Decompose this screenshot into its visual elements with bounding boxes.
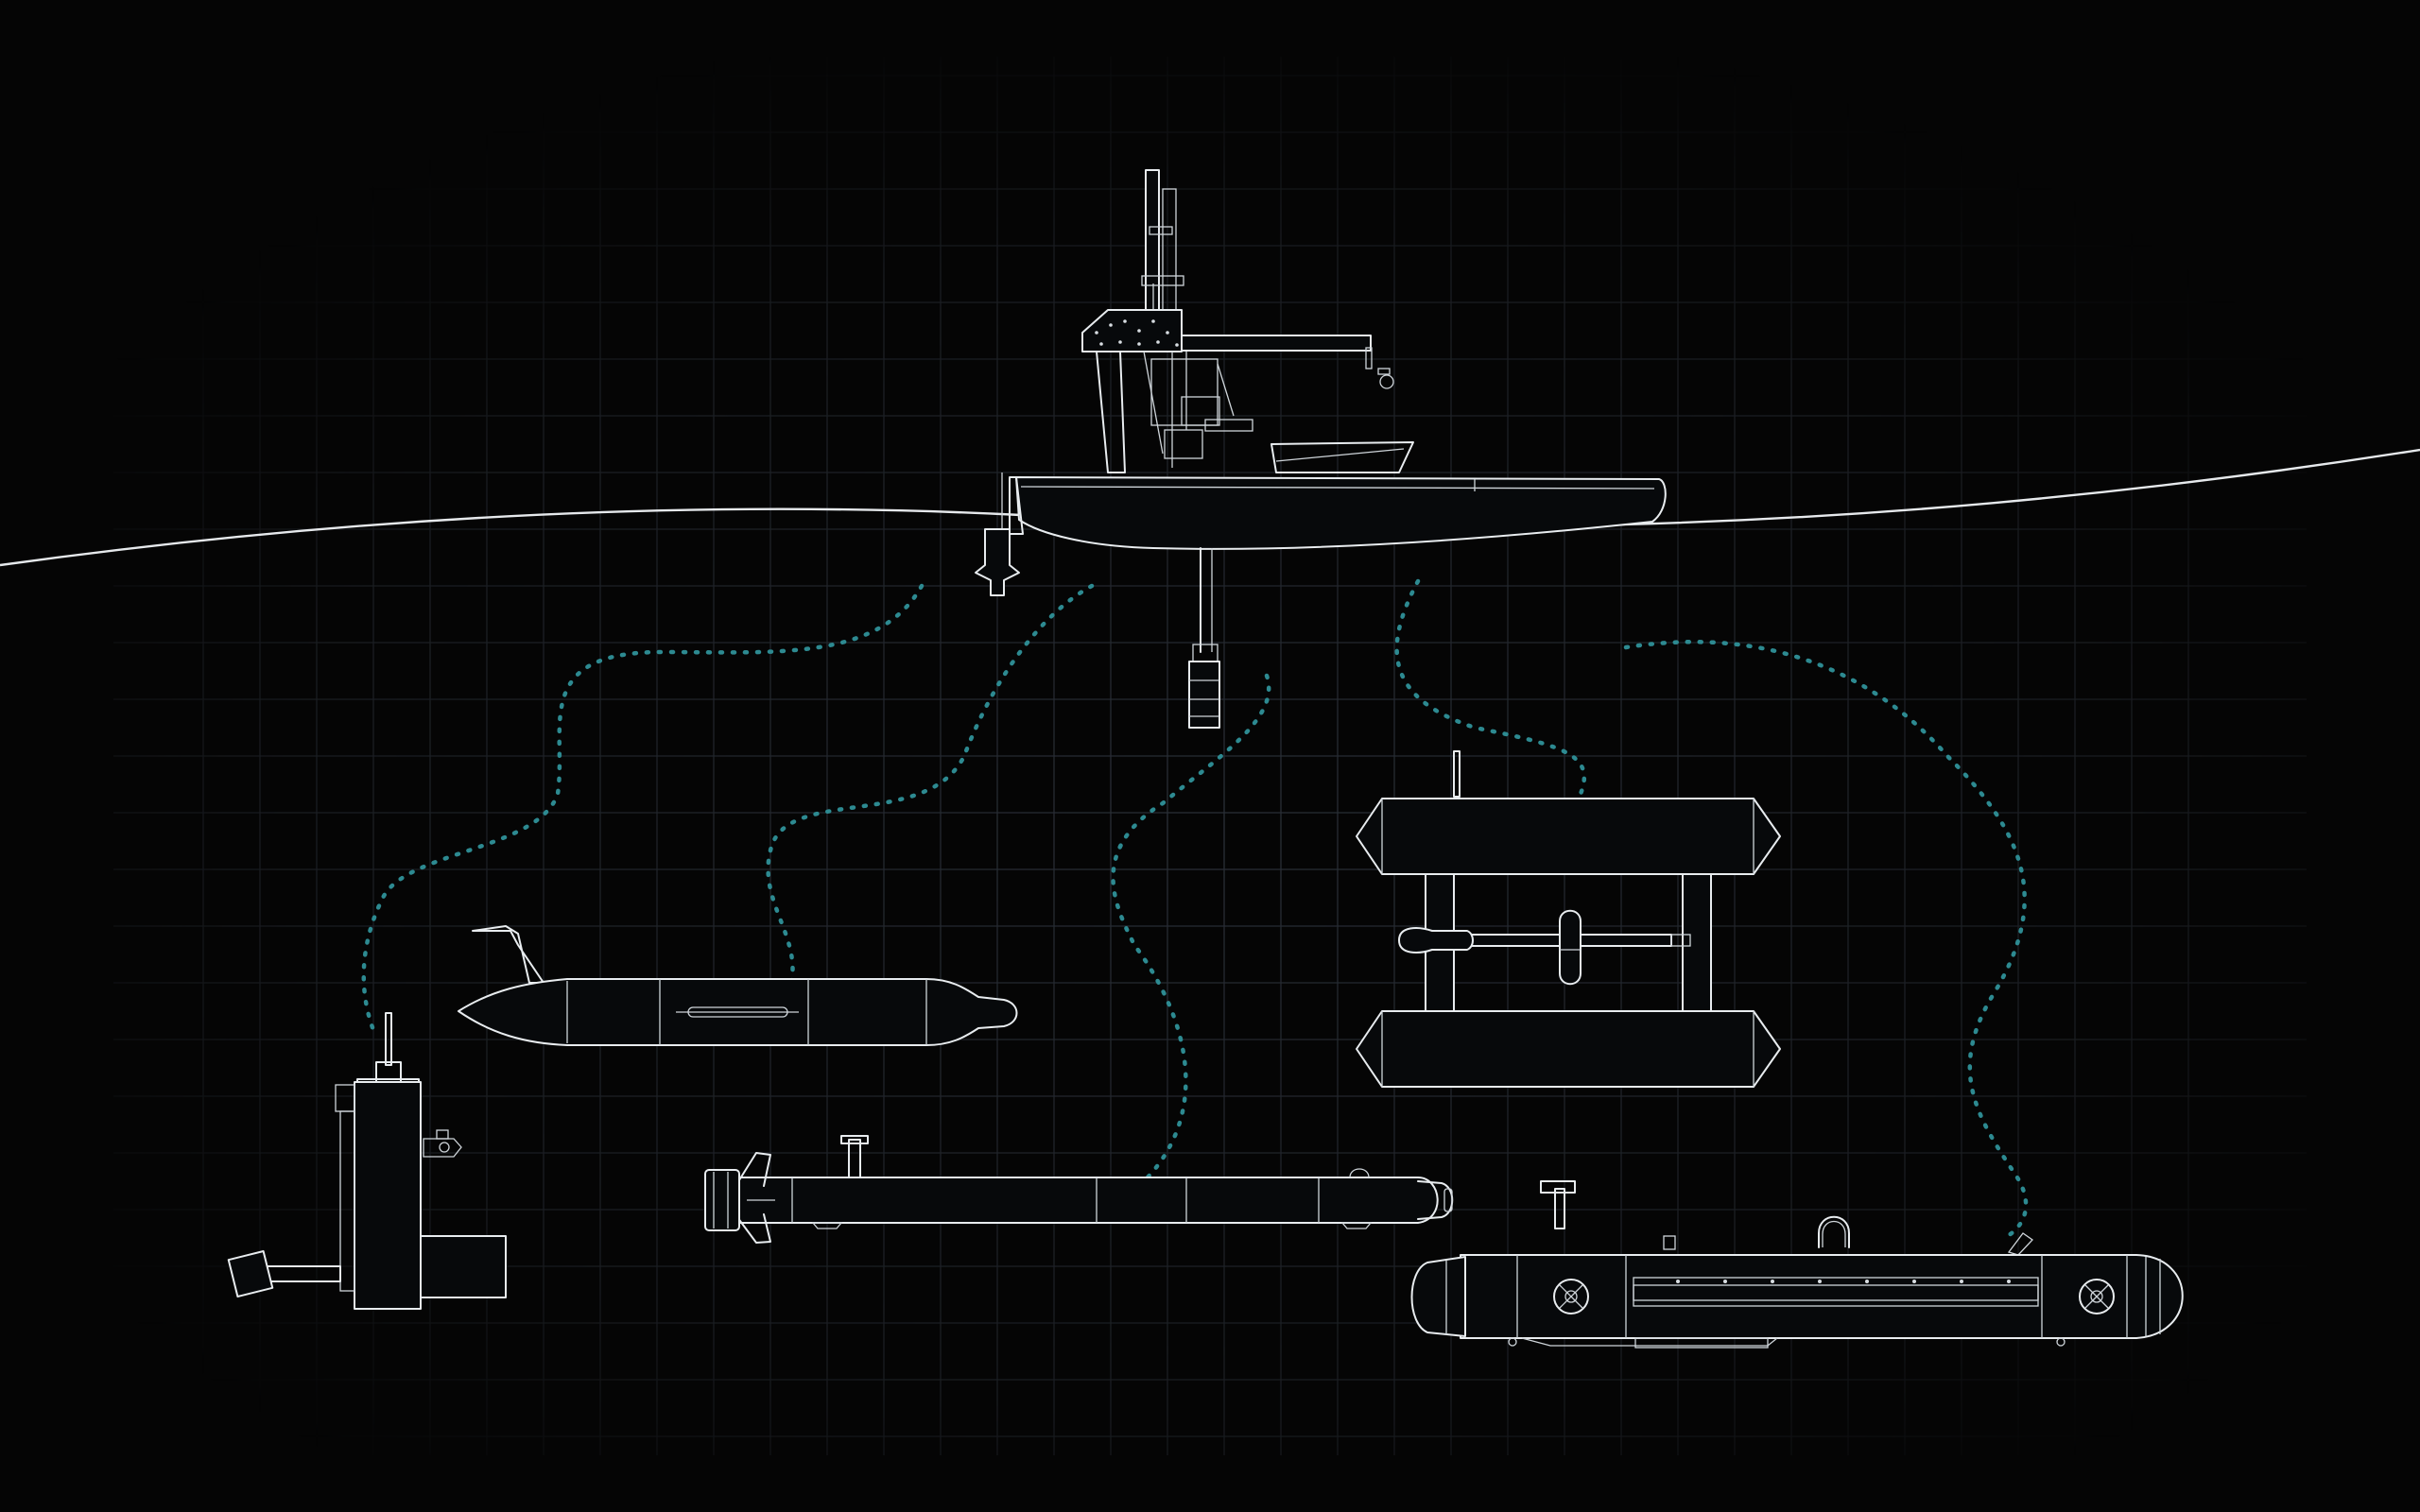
vessel-mast [1145, 169, 1160, 313]
hovering-auv [1410, 1180, 2184, 1349]
profiler-small-sensor [423, 1138, 462, 1158]
twin-hull-thruster [1559, 909, 1582, 986]
vessel-rivets [1095, 319, 1179, 347]
hover-auv-body [1460, 1254, 2184, 1339]
hover-auv-front-shroud [1410, 1256, 1466, 1337]
twin-hull-center-pod [1398, 927, 1474, 954]
acoustic-path [1623, 640, 2029, 1241]
acoustic-path [1111, 673, 1271, 1184]
acoustic-path [1394, 578, 1587, 801]
vessel-tow-sensor [1188, 661, 1220, 729]
profiler-pump-box [420, 1235, 507, 1298]
profiler-antenna [385, 1012, 392, 1066]
twin-hull-vehicle [1356, 750, 1781, 1088]
twin-hull-lower-pontoon [1356, 1010, 1781, 1088]
torpedo-auv [704, 1135, 1454, 1244]
surface-vessel [975, 169, 1667, 729]
hover-auv-tunnel-thruster [1553, 1279, 1589, 1314]
auv-tail-fins [736, 1152, 771, 1244]
acoustic-paths [361, 578, 2029, 1241]
auv-body [725, 1177, 1439, 1224]
vessel-hull [1015, 476, 1667, 550]
vertical-profiler [227, 1012, 507, 1310]
profiler-body [354, 1081, 422, 1310]
twin-hull-upper-pontoon [1356, 798, 1781, 875]
twin-hull-right-strut [1682, 873, 1712, 1012]
hover-auv-tunnel-thruster [2079, 1279, 2115, 1314]
acoustic-path [766, 583, 1095, 1005]
hover-auv-mast [1554, 1188, 1565, 1229]
vessel-rudder-thruster [975, 528, 1020, 596]
acoustic-path [361, 583, 925, 1033]
hover-auv-handle [1818, 1215, 1850, 1248]
twin-hull-antenna [1453, 750, 1461, 798]
underwater-glider [458, 925, 1018, 1046]
